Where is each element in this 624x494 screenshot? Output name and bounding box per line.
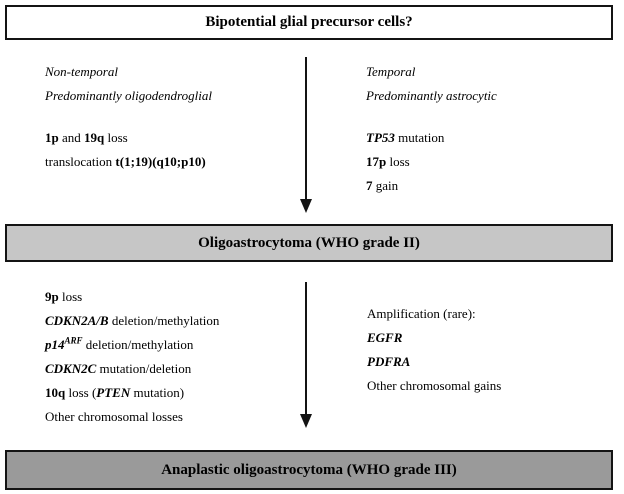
text-line: CDKN2A/B deletion/methylation — [45, 313, 220, 328]
text-line: CDKN2C mutation/deletion — [45, 361, 192, 376]
text-line: Temporal — [366, 64, 416, 79]
text-line: translocation t(1;19)(q10;p10) — [45, 154, 206, 169]
text-line: 17p loss — [366, 154, 410, 169]
arrow-down-top-to-middle — [300, 57, 312, 213]
text-line: 1p and 19q loss — [45, 130, 128, 145]
anaplastic-oligoastrocytoma-box: Anaplastic oligoastrocytoma (WHO grade I… — [5, 450, 613, 490]
text-line: PDFRA — [367, 354, 411, 369]
oligoastrocytoma-label: Oligoastrocytoma (WHO grade II) — [198, 234, 420, 251]
text-line: Predominantly astrocytic — [366, 88, 497, 103]
text-line: Other chromosomal losses — [45, 409, 183, 424]
lower-right-alterations: Amplification (rare): EGFR PDFRA Other chro… — [367, 306, 501, 402]
text-line: Other chromosomal gains — [367, 378, 502, 393]
text-line: 7 gain — [366, 178, 399, 193]
upper-left-mutations: 1p and 19q loss translocation t(1;19)(q10… — [45, 130, 206, 178]
text-line: Amplification (rare): — [367, 306, 476, 321]
text-line: EGFR — [367, 330, 403, 345]
precursor-cells-box: Bipotential glial precursor cells? — [5, 5, 613, 40]
arrow-down-middle-to-bottom — [300, 282, 312, 428]
text-line: TP53 mutation — [366, 130, 445, 145]
precursor-cells-label: Bipotential glial precursor cells? — [205, 14, 413, 30]
text-line: 9p loss — [45, 289, 83, 304]
oligoastrocytoma-box: Oligoastrocytoma (WHO grade II) — [5, 224, 613, 262]
anaplastic-oligoastrocytoma-label: Anaplastic oligoastrocytoma (WHO grade I… — [161, 461, 457, 478]
text-line: 10q loss (PTEN mutation) — [45, 385, 185, 400]
text-line: Predominantly oligodendroglial — [45, 88, 212, 103]
text-line: p14ARF deletion/methylation — [45, 335, 194, 352]
text-line: Non-temporal — [45, 64, 118, 79]
upper-right-mutations: TP53 mutation 17p loss 7 gain — [366, 130, 444, 202]
